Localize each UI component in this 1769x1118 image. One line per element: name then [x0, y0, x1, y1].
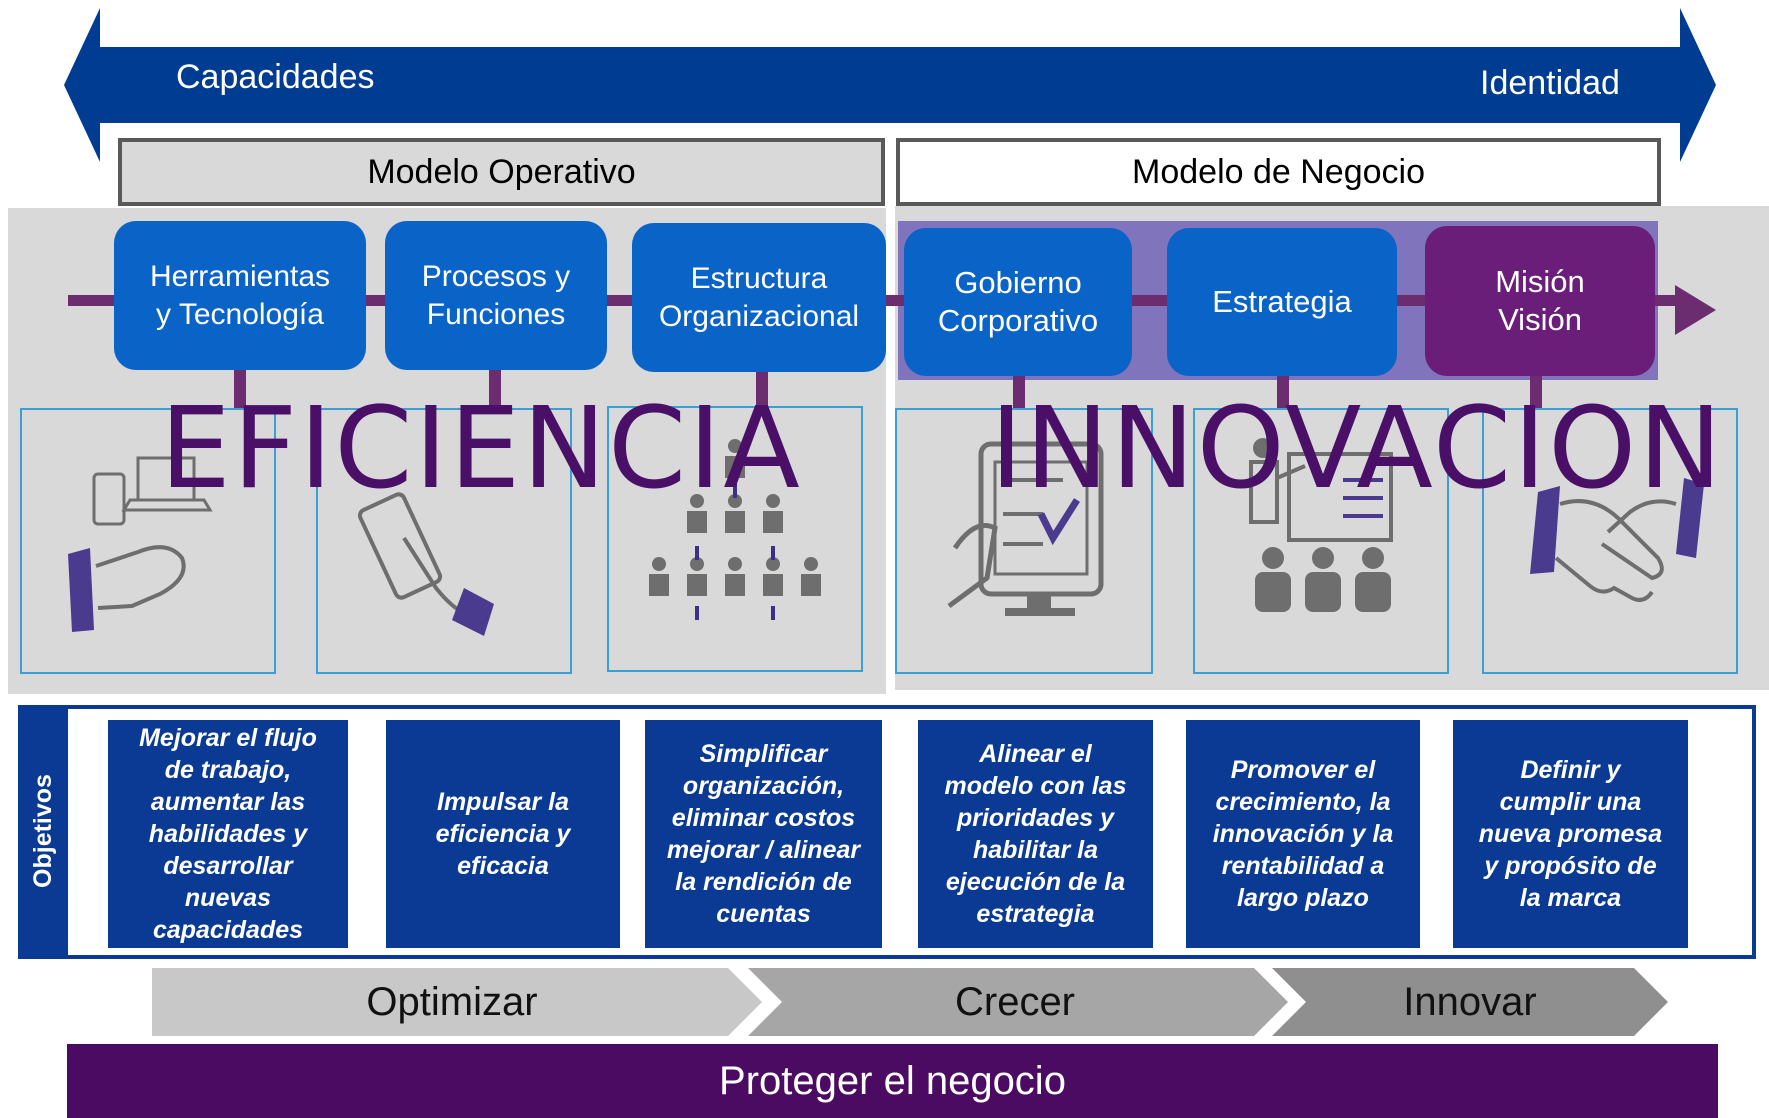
theme-eficiencia: EFICIENCIA [160, 384, 802, 514]
icon-frame-3 [607, 406, 863, 672]
stage-optimizar: Optimizar [366, 979, 538, 1024]
step-estructura: Estructura Organizacional [632, 223, 886, 372]
step-gobierno: Gobierno Corporativo [904, 228, 1132, 376]
objective-card-3: Simplificar organización, eliminar costo… [645, 720, 882, 948]
tablet-touch-icon [357, 492, 494, 636]
proteger-negocio-bar: Proteger el negocio [67, 1044, 1718, 1118]
stage-chevrons [152, 968, 1668, 1036]
stage-innovar: Innovar [1403, 979, 1537, 1024]
capacidades-label: Capacidades [176, 58, 375, 96]
stage-optimizar-shape [152, 968, 762, 1036]
identidad-label: Identidad [1480, 64, 1620, 102]
icon-frame-2 [316, 408, 572, 674]
presentation-audience-icon [1249, 438, 1393, 612]
objective-card-6: Definir y cumplir una nueva promesa y pr… [1453, 720, 1688, 948]
stage-crecer: Crecer [954, 979, 1076, 1024]
modelo-negocio-header: Modelo de Negocio [896, 138, 1661, 206]
step-procesos: Procesos y Funciones [385, 221, 607, 370]
icon-frame-1 [20, 408, 276, 674]
step-estrategia: Estrategia [1167, 228, 1397, 376]
theme-innovacion: INNOVACION [990, 384, 1725, 514]
checklist-monitor-icon [947, 441, 1104, 616]
devices-hand-icon [68, 456, 213, 632]
handshake-icon [1530, 478, 1704, 602]
objectives-side-bar [18, 705, 68, 959]
modelo-operativo-header: Modelo Operativo [118, 138, 885, 206]
objective-card-2: Impulsar la eficiencia y eficacia [386, 720, 620, 948]
icon-frame-4 [895, 408, 1153, 674]
step-herramientas: Herramientas y Tecnología [114, 221, 366, 370]
step-mision: Misión Visión [1425, 226, 1655, 376]
stage-crecer-shape [748, 968, 1288, 1036]
stage-innovar-shape [1272, 968, 1668, 1036]
icon-frame-6 [1482, 408, 1738, 674]
objectives-label: Objetivos [28, 774, 57, 888]
capabilities-identity-arrow [64, 8, 1716, 162]
org-chart-icon [649, 439, 821, 620]
objective-card-4: Alinear el modelo con las prioridades y … [918, 720, 1153, 948]
icon-frame-5 [1193, 408, 1449, 674]
objective-card-5: Promover el crecimiento, la innovación y… [1186, 720, 1420, 948]
objective-card-1: Mejorar el flujo de trabajo, aumentar la… [108, 720, 348, 948]
